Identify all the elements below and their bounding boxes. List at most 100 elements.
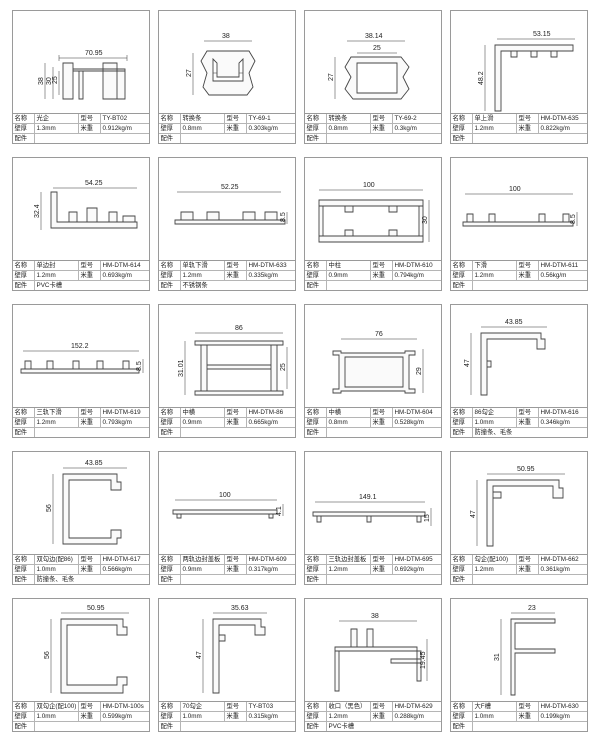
- field-label: 米重: [371, 418, 393, 427]
- dim-label: 8.5: [280, 212, 287, 222]
- wall-thickness: 1.2mm: [35, 271, 79, 280]
- dim-label: 8.5: [570, 214, 577, 224]
- profile-model: HM-DTM-614: [102, 262, 141, 269]
- profile-model: HM-DTM-100s: [102, 703, 144, 710]
- profile-drawing: 149.1 15: [305, 452, 441, 554]
- profile-drawing: 50.95 47: [451, 452, 587, 554]
- field-label: 配件: [451, 281, 473, 290]
- field-label: 米重: [225, 712, 247, 721]
- field-label: 配件: [451, 575, 473, 584]
- field-label: 型号: [79, 555, 101, 564]
- dim-label: 25: [280, 363, 287, 371]
- field-label: 米重: [79, 418, 101, 427]
- dim-label: 27: [186, 69, 193, 77]
- profile-drawing: 52.25 8.5: [159, 158, 295, 260]
- wall-thickness: 1.2mm: [35, 418, 79, 427]
- profile-model: TY-BT02: [102, 115, 128, 122]
- field-label: 壁厚: [13, 565, 35, 574]
- meter-weight: 0.566kg/m: [102, 566, 132, 573]
- field-label: 配件: [305, 575, 327, 584]
- profile-model: HM-DTM-616: [540, 409, 579, 416]
- dim-label: 38: [371, 613, 379, 620]
- field-label: 米重: [79, 124, 101, 133]
- field-label: 型号: [517, 114, 539, 123]
- field-label: 壁厚: [305, 712, 327, 721]
- meter-weight: 0.317kg/m: [248, 566, 278, 573]
- profile-drawing: 53.15 48.2: [451, 11, 587, 113]
- field-label: 型号: [517, 261, 539, 270]
- field-label: 壁厚: [451, 565, 473, 574]
- profile-drawing: 76 29: [305, 305, 441, 407]
- profile-model: HM-DTM-619: [102, 409, 141, 416]
- field-label: 配件: [159, 134, 181, 143]
- field-label: 米重: [225, 271, 247, 280]
- profile-drawing: 38 19.45: [305, 599, 441, 701]
- field-label: 名称: [451, 114, 473, 123]
- meter-weight: 0.693kg/m: [102, 272, 132, 279]
- profile-drawing: 43.85 56: [13, 452, 149, 554]
- profile-drawing: 100 8.5: [451, 158, 587, 260]
- field-label: 配件: [13, 722, 35, 731]
- field-label: 名称: [159, 702, 181, 711]
- field-label: 米重: [225, 565, 247, 574]
- profile-name: 转换条: [327, 114, 371, 123]
- profile-name: 双勾企(配100): [35, 702, 79, 711]
- wall-thickness: 1.2mm: [181, 271, 225, 280]
- dim-label: 8.5: [136, 361, 143, 371]
- field-label: 米重: [517, 124, 539, 133]
- wall-thickness: 0.9mm: [181, 565, 225, 574]
- profile-drawing: 38.14 25 27: [305, 11, 441, 113]
- wall-thickness: 0.8mm: [327, 124, 371, 133]
- meter-weight: 0.56kg/m: [540, 272, 567, 279]
- profile-drawing: 54.25 32.4: [13, 158, 149, 260]
- wall-thickness: 1.0mm: [181, 712, 225, 721]
- wall-thickness: 1.0mm: [473, 712, 517, 721]
- field-label: 配件: [305, 428, 327, 437]
- accessory: [35, 428, 149, 437]
- accessory: PVC卡槽: [36, 282, 63, 289]
- profile-name: 三轨边封盖板: [327, 555, 371, 564]
- accessory: [327, 134, 441, 143]
- meter-weight: 0.794kg/m: [394, 272, 424, 279]
- field-label: 型号: [225, 408, 247, 417]
- dim-label: 100: [363, 182, 375, 189]
- field-label: 米重: [79, 712, 101, 721]
- dim-label: 100: [509, 186, 521, 193]
- accessory: PVC卡槽: [328, 723, 355, 730]
- profile-name: 勾企(配100): [473, 555, 517, 564]
- dim-label: 25: [373, 45, 381, 52]
- profile-name: 转换条: [181, 114, 225, 123]
- accessory: 防撞条、毛条: [36, 576, 75, 583]
- dim-label: 56: [46, 504, 53, 512]
- dim-label: 23: [528, 605, 536, 612]
- dim-label: 15: [424, 514, 431, 522]
- profile-drawing: 100 4.1: [159, 452, 295, 554]
- wall-thickness: 0.9mm: [181, 418, 225, 427]
- accessory: 不锈钢条: [182, 282, 208, 289]
- field-label: 型号: [225, 261, 247, 270]
- dim-label: 27: [328, 73, 335, 81]
- field-label: 名称: [451, 261, 473, 270]
- meter-weight: 0.665kg/m: [248, 419, 278, 426]
- field-label: 名称: [305, 261, 327, 270]
- dim-label: 29: [416, 367, 423, 375]
- field-label: 配件: [13, 428, 35, 437]
- dim-label: 38: [38, 77, 45, 85]
- meter-weight: 0.912kg/m: [102, 125, 132, 132]
- field-label: 米重: [517, 565, 539, 574]
- field-label: 米重: [371, 712, 393, 721]
- field-label: 型号: [371, 114, 393, 123]
- profile-model: HM-DTM-86: [248, 409, 284, 416]
- field-label: 壁厚: [451, 712, 473, 721]
